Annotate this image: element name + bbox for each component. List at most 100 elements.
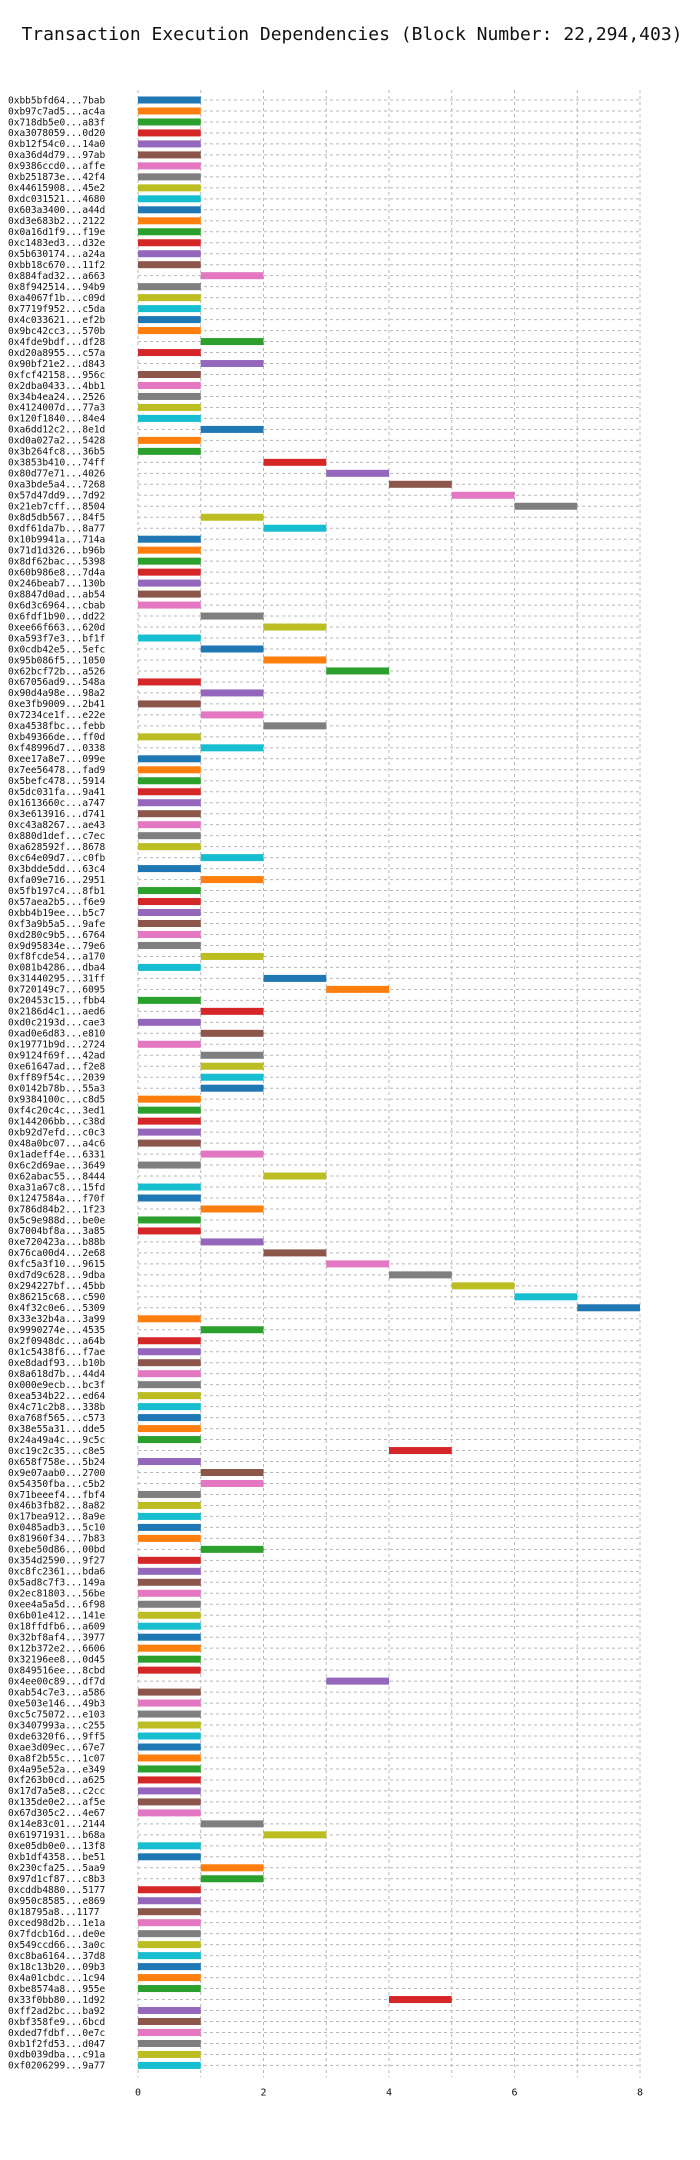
bar	[138, 151, 201, 159]
tx-label: 0x7ee56478...fad9	[8, 765, 106, 776]
tx-label: 0xb97c7ad5...ac4a	[8, 106, 105, 117]
tx-label: 0x4ee00c89...df7d	[8, 1676, 105, 1687]
bar	[138, 1161, 201, 1169]
bar	[138, 392, 201, 400]
tx-label: 0xd280c9b5...6764	[8, 930, 106, 941]
bar	[138, 788, 201, 796]
bar	[138, 239, 201, 247]
tx-label: 0x000e9ecb...bc3f	[8, 1380, 105, 1391]
tx-label: 0xad0e6d83...e810	[8, 1029, 106, 1040]
x-tick-label: 2	[260, 2087, 266, 2098]
bar	[138, 1490, 201, 1498]
tx-label: 0x19771b9d...2724	[8, 1040, 106, 1051]
tx-label: 0x9386ccd0...affe	[8, 161, 106, 172]
tx-label: 0xa628592f...8678	[8, 842, 106, 853]
bar	[326, 667, 389, 675]
tx-label: 0x135de0e2...af5e	[8, 1797, 106, 1808]
bar	[200, 425, 264, 433]
tx-label: 0x884fad32...a663	[8, 271, 105, 282]
bar	[138, 1348, 201, 1356]
grid	[137, 90, 641, 2078]
tx-label: 0xf4c20c4c...3ed1	[8, 1105, 106, 1116]
tx-label: 0x9e07aab0...2700	[8, 1468, 106, 1479]
bar	[138, 535, 201, 543]
bar	[138, 316, 201, 324]
bar	[138, 2028, 201, 2036]
bar	[138, 810, 201, 818]
bar	[138, 2007, 201, 2015]
y-tick-labels: 0xbb5bfd64...7bab0xb97c7ad5...ac4a0x718d…	[8, 95, 106, 2071]
bar	[138, 403, 201, 411]
tx-label: 0xb251873e...42f4	[8, 172, 106, 183]
tx-label: 0xa36d4d79...97ab	[8, 150, 106, 161]
x-tick-label: 0	[135, 2087, 141, 2098]
bar	[138, 1018, 201, 1026]
tx-label: 0x5c9e988d...be0e	[8, 1215, 106, 1226]
tx-label: 0xc5c75072...e103	[8, 1709, 105, 1720]
tx-label: 0x9384100c...c8d5	[8, 1094, 105, 1105]
bar	[138, 1787, 201, 1795]
bar	[138, 381, 201, 389]
tx-label: 0xe3fb9009...2b41	[8, 699, 106, 710]
tx-label: 0x31440295...31ff	[8, 974, 105, 985]
bar	[138, 777, 201, 785]
bar	[200, 854, 264, 862]
bar	[138, 195, 201, 203]
tx-label: 0x849516ee...8cbd	[8, 1665, 105, 1676]
bar	[138, 1732, 201, 1740]
bar	[138, 1425, 201, 1433]
tx-label: 0x2f0948dc...a64b	[8, 1336, 106, 1347]
tx-label: 0x20453c15...fbb4	[8, 996, 106, 1007]
tx-label: 0xa593f7e3...bf1f	[8, 633, 105, 644]
tx-label: 0x24a49a4c...9c5c	[8, 1435, 105, 1446]
bar	[138, 1227, 201, 1235]
bar	[138, 909, 201, 917]
bar	[514, 502, 578, 510]
bar	[138, 283, 201, 291]
tx-label: 0xe61647ad...f2e8	[8, 1062, 106, 1073]
tx-label: 0xc8fc2361...bda6	[8, 1567, 106, 1578]
tx-label: 0xff89f54c...2039	[8, 1073, 106, 1084]
tx-label: 0xebe50d86...00bd	[8, 1545, 105, 1556]
bar	[138, 1710, 201, 1718]
bar	[138, 1765, 201, 1773]
bar	[138, 920, 201, 927]
tx-label: 0x33f0bb80...1d92	[8, 1995, 105, 2006]
tx-label: 0x54350fba...c5b2	[8, 1479, 105, 1490]
bar	[138, 1985, 201, 1993]
tx-label: 0x90bf21e2...d843	[8, 359, 105, 370]
bar	[138, 832, 201, 840]
tx-label: 0xded7fdbf...0e7c	[8, 2028, 105, 2039]
bar	[138, 1600, 201, 1608]
bar	[138, 173, 201, 181]
tx-label: 0x9990274e...4535	[8, 1325, 105, 1336]
tx-label: 0x71d1d326...b96b	[8, 545, 106, 556]
tx-label: 0xdb039dba...c91a	[8, 2050, 105, 2061]
bar	[200, 1326, 264, 1334]
bar	[138, 1633, 201, 1641]
tx-label: 0x8f942514...94b9	[8, 282, 106, 293]
bar	[138, 1139, 201, 1147]
tx-label: 0xe05db0e0...13f8	[8, 1841, 106, 1852]
tx-label: 0xf48996d7...0338	[8, 743, 106, 754]
bar	[389, 1271, 452, 1279]
bar	[138, 1183, 201, 1191]
tx-label: 0x33e32b4a...3a99	[8, 1314, 106, 1325]
bar	[138, 996, 201, 1004]
bar	[138, 261, 201, 269]
tx-label: 0x0485adb3...5c10	[8, 1523, 106, 1534]
tx-label: 0xbb4b19ee...b5c7	[8, 908, 105, 919]
bar	[138, 1622, 201, 1630]
tx-label: 0x950c8585...e869	[8, 1896, 106, 1907]
tx-label: 0xa4538fbc...febb	[8, 721, 106, 732]
tx-label: 0x8847d0ad...ab54	[8, 589, 106, 600]
tx-label: 0x18795a8...1177	[8, 1907, 100, 1918]
tx-label: 0x3bdde5dd...63c4	[8, 864, 106, 875]
bar	[138, 766, 201, 774]
tx-label: 0xbf358fe9...6bcd	[8, 2017, 105, 2028]
bar	[138, 1436, 201, 1444]
tx-label: 0xced98d2b...1e1a	[8, 1918, 105, 1929]
tx-label: 0x4f32c0e6...5309	[8, 1303, 106, 1314]
tx-label: 0x144206bb...c38d	[8, 1116, 105, 1127]
bar	[514, 1293, 578, 1301]
